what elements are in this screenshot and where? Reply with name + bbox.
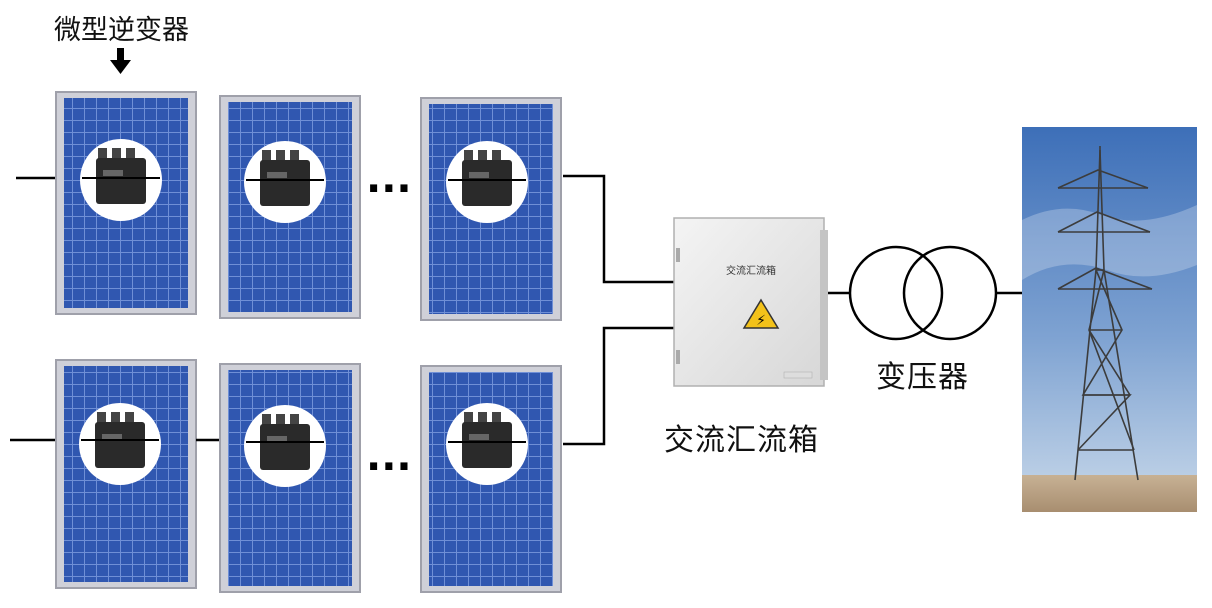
micro-inverter-icon [260,150,310,206]
ac-wiring [563,174,674,446]
transformer-symbol [848,245,998,341]
down-arrow-icon [110,48,131,74]
ellipsis: ... [366,434,412,480]
svg-text:⚡: ⚡ [756,313,766,329]
ellipsis: ... [366,156,412,202]
solar-panel [219,95,361,319]
ac-combiner-box: ⚡ [673,217,828,387]
solar-panel [420,97,562,321]
transmission-tower-image [1022,127,1197,512]
micro-inverter-icon [96,148,146,204]
solar-panel [420,365,562,593]
micro-inverter-icon [462,412,512,468]
combiner-box-plate-label: 交流汇流箱 [726,266,776,277]
micro-inverter-icon [95,412,145,468]
pv-string-top: ... [16,91,562,321]
solar-panel [55,91,197,315]
pv-string-bottom: ... [10,359,562,593]
warning-icon: ⚡ [742,298,780,329]
solar-panel [219,363,361,593]
micro-inverter-icon [260,414,310,470]
solar-panel [55,359,197,589]
micro-inverter-icon [462,150,512,206]
transformer-label: 变压器 [876,360,969,395]
combiner-box-label: 交流汇流箱 [664,423,819,458]
micro-inverter-label: 微型逆变器 [54,15,189,46]
